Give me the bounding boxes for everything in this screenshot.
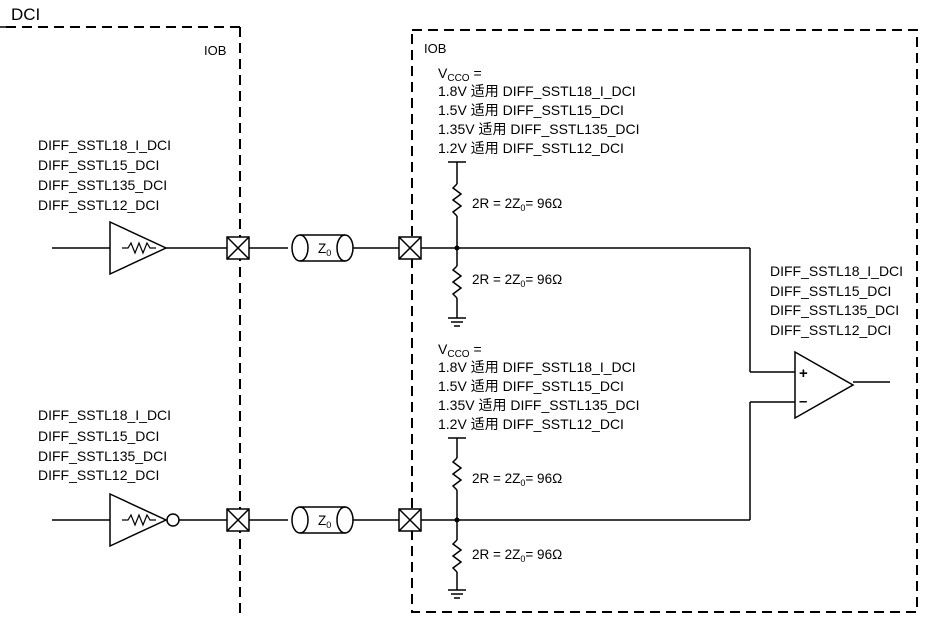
bottom-driver-label: DIFF_SSTL12_DCI [38,467,159,483]
top-tline-right-arc [336,234,346,262]
top-junction-dot [454,245,460,251]
vcco-top-line: 1.35V 适用 DIFF_SSTL135_DCI [438,121,640,137]
top-pulldown-label: 2R = 2Z0= 96Ω [472,272,562,289]
opamp-minus: – [799,393,807,410]
opamp-triangle [794,350,855,420]
vcco-bottom-title: VCCO = [438,341,482,360]
receiver-label: DIFF_SSTL15_DCI [770,283,891,299]
bottom-tline-label: Z0 [318,513,331,530]
vcco-bottom-line: 1.2V 适用 DIFF_SSTL12_DCI [438,416,624,432]
vcco-bottom-line: 1.35V 适用 DIFF_SSTL135_DCI [438,397,640,413]
left-iob-label: IOB [204,43,226,58]
bottom-pad-right-x2 [398,508,422,532]
top-signal-path [52,161,795,373]
vcco-top-line: 1.2V 适用 DIFF_SSTL12_DCI [438,140,624,156]
vcco-bottom-block: VCCO = 1.8V 适用 DIFF_SSTL18_I_DCI 1.5V 适用… [438,341,640,432]
bottom-driver-label: DIFF_SSTL18_I_DCI [38,407,171,423]
bottom-pulldown-resistor [451,539,463,573]
top-pullup-resistor [451,183,463,217]
bottom-pullup-label: 2R = 2Z0= 96Ω [472,471,562,488]
top-driver-label: DIFF_SSTL15_DCI [38,157,159,173]
vcco-top-title: VCCO = [438,65,482,84]
top-tline-label: Z0 [318,241,331,258]
vcco-top-line: 1.5V 适用 DIFF_SSTL15_DCI [438,102,624,118]
bottom-driver-label: DIFF_SSTL15_DCI [38,428,159,444]
bottom-driver-invert-bubble [166,513,180,527]
vcco-top-line: 1.8V 适用 DIFF_SSTL18_I_DCI [438,83,636,99]
right-iob-label: IOB [424,41,446,56]
vcco-top-block: VCCO = 1.8V 适用 DIFF_SSTL18_I_DCI 1.5V 适用… [438,65,640,156]
receiver-label: DIFF_SSTL18_I_DCI [770,263,903,279]
receiver-label: DIFF_SSTL135_DCI [770,302,899,318]
bottom-junction-dot [454,517,460,523]
top-tline-left-arc [299,234,309,262]
bottom-pulldown-label: 2R = 2Z0= 96Ω [472,547,562,564]
receiver-opamp: + – [794,350,890,420]
receiver-label: DIFF_SSTL12_DCI [770,322,891,338]
top-driver-labels: DIFF_SSTL18_I_DCI DIFF_SSTL15_DCI DIFF_S… [38,137,171,213]
top-pulldown-resistor [451,265,463,299]
bottom-tline-right-arc [336,506,346,534]
vcco-bottom-line: 1.5V 适用 DIFF_SSTL15_DCI [438,378,624,394]
top-driver-label: DIFF_SSTL12_DCI [38,197,159,213]
bottom-driver-buffer [109,492,168,548]
vcco-bottom-line: 1.8V 适用 DIFF_SSTL18_I_DCI [438,359,636,375]
top-driver-buffer [109,220,168,276]
top-pad-left-x2 [226,236,250,260]
top-driver-label: DIFF_SSTL18_I_DCI [38,137,171,153]
bottom-signal-path [52,401,795,599]
top-pad-right-x2 [398,236,422,260]
top-pullup-label: 2R = 2Z0= 96Ω [472,196,562,213]
bottom-driver-resistor-icon [122,513,156,527]
bottom-pullup-resistor [451,457,463,491]
top-driver-resistor-icon [122,241,156,255]
bottom-pad-left-x2 [226,508,250,532]
receiver-labels: DIFF_SSTL18_I_DCI DIFF_SSTL15_DCI DIFF_S… [770,263,903,338]
bottom-driver-label: DIFF_SSTL135_DCI [38,448,167,464]
bottom-tline-left-arc [299,506,309,534]
bottom-driver-labels: DIFF_SSTL18_I_DCI DIFF_SSTL15_DCI DIFF_S… [38,407,171,483]
diagram-title: DCI [11,5,40,24]
opamp-plus: + [799,365,808,382]
top-driver-label: DIFF_SSTL135_DCI [38,177,167,193]
